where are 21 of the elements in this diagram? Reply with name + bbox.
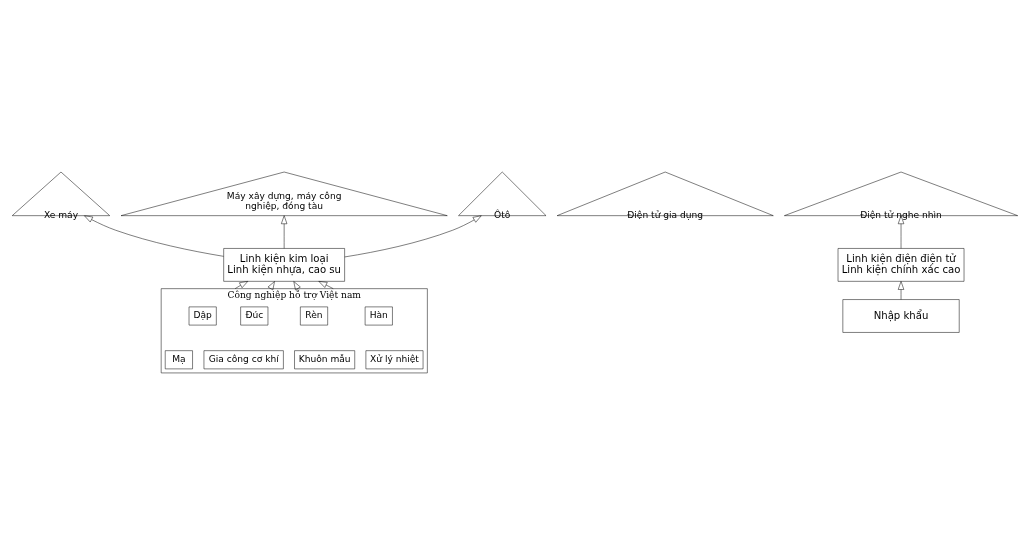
arrow <box>83 215 224 257</box>
arrow <box>318 280 333 289</box>
arrow <box>344 215 482 257</box>
node-box: Dập <box>188 306 217 325</box>
arrow <box>897 280 904 300</box>
node-label: Xe máy <box>43 209 78 220</box>
arrow <box>897 214 904 249</box>
arrow <box>234 280 248 289</box>
node-box: Hàn <box>364 306 393 325</box>
node-box: Gia công cơ khí <box>203 349 284 369</box>
node-box: Linh kiện điện điện tử Linh kiện chính xác cao <box>837 247 964 282</box>
node-box: Khuôn mẫu <box>293 349 355 369</box>
node-label: Điện tử gia dụng <box>626 209 703 220</box>
node-box: Mạ <box>164 349 193 369</box>
node-label: Điện tử nghe nhìn <box>859 209 942 220</box>
node-box: Đúc <box>239 306 268 325</box>
node-box: Xử lý nhiệt <box>365 349 423 369</box>
node-box: Rèn <box>299 306 328 325</box>
arrow <box>280 214 287 249</box>
node-box: Nhập khẩu <box>842 298 959 333</box>
node-box: Linh kiện kim loại Linh kiện nhựa, cao su <box>222 247 345 282</box>
